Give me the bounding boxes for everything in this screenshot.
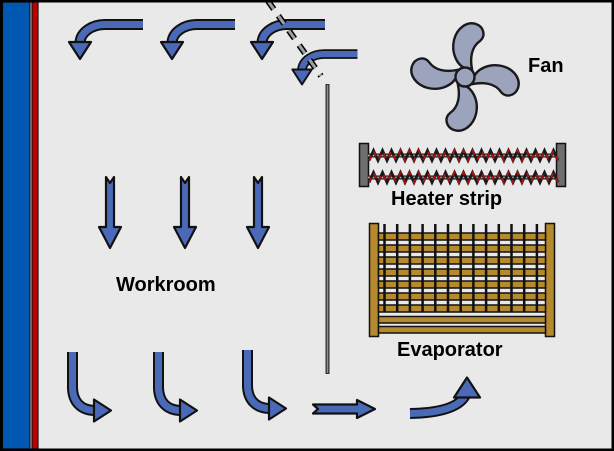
damper-dashed-line: [265, 0, 324, 78]
heater-strip-icon: [358, 142, 567, 188]
workroom-label: Workroom: [116, 274, 216, 296]
return-airflow-arrow-horizontal: [311, 398, 377, 420]
workroom-down-arrow-2: [172, 175, 198, 250]
heater-strip-label: Heater strip: [391, 188, 503, 210]
cold-wall-red-stripe: [31, 1, 39, 450]
fan-icon: [410, 22, 520, 132]
return-airflow-arrow-2: [159, 352, 198, 422]
return-airflow-arrow-3: [248, 350, 287, 420]
supply-airflow-arrow-1: [69, 25, 143, 60]
return-airflow-arrow-1: [73, 352, 112, 422]
cold-wall-blue-slab: [1, 1, 31, 450]
evaporator-label: Evaporator: [397, 339, 503, 361]
workroom-down-arrow-1: [97, 175, 123, 250]
fan-hub: [454, 66, 476, 88]
workroom-down-arrow-3: [245, 175, 271, 250]
supply-airflow-arrow-4: [292, 54, 357, 84]
supply-airflow-arrow-2: [161, 25, 235, 60]
fan-label: Fan: [528, 55, 564, 77]
return-airflow-arrow-up: [409, 376, 482, 419]
evaporator-icon: [368, 222, 556, 338]
